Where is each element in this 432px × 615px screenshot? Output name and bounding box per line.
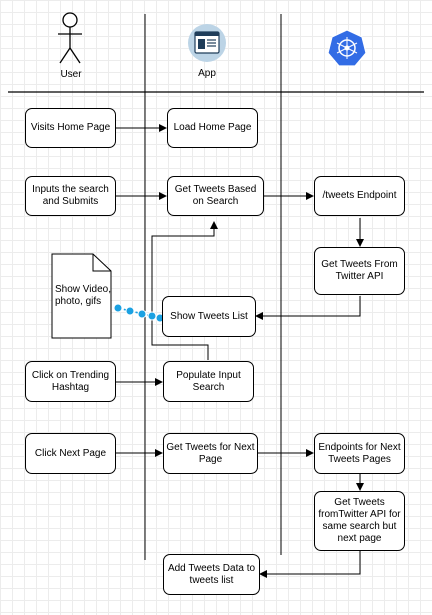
document-text: Show Video, photo, gifs xyxy=(55,284,111,307)
kubernetes-icon xyxy=(327,29,367,67)
box-visits-home-page[interactable]: Visits Home Page xyxy=(25,108,116,148)
lane-label-app: App xyxy=(198,68,216,79)
box-show-tweets-list[interactable]: Show Tweets List xyxy=(162,296,256,337)
user-actor-icon xyxy=(58,12,82,64)
document-shape xyxy=(51,253,112,339)
box-get-tweets-twitter[interactable]: Get Tweets From Twitter API xyxy=(314,247,405,295)
box-add-tweets-data[interactable]: Add Tweets Data to tweets list xyxy=(163,554,260,595)
box-click-next-page[interactable]: Click Next Page xyxy=(25,433,116,474)
box-tweets-endpoint[interactable]: /tweets Endpoint xyxy=(314,176,405,216)
arrow-twitter-to-show xyxy=(255,296,361,320)
box-populate-input[interactable]: Populate Input Search xyxy=(163,361,254,402)
app-window-icon xyxy=(188,24,226,62)
box-load-home-page[interactable]: Load Home Page xyxy=(167,108,258,148)
box-inputs-search[interactable]: Inputs the search and Submits xyxy=(25,176,116,216)
box-click-trending[interactable]: Click on Trending Hashtag xyxy=(25,361,116,402)
box-get-tweets-next[interactable]: Get Tweets for Next Page xyxy=(163,433,258,474)
box-get-tweets-same-search[interactable]: Get Tweets fromTwitter API for same sear… xyxy=(314,491,405,551)
arrow-same-to-add xyxy=(259,551,361,578)
box-get-tweets-search[interactable]: Get Tweets Based on Search xyxy=(167,176,264,216)
lane-label-user: User xyxy=(60,69,82,80)
connector-handles[interactable] xyxy=(113,303,165,323)
arrow-populate-to-get xyxy=(151,221,218,360)
connector-doc-to-show[interactable] xyxy=(117,307,161,319)
box-endpoints-next[interactable]: Endpoints for Next Tweets Pages xyxy=(314,433,405,474)
